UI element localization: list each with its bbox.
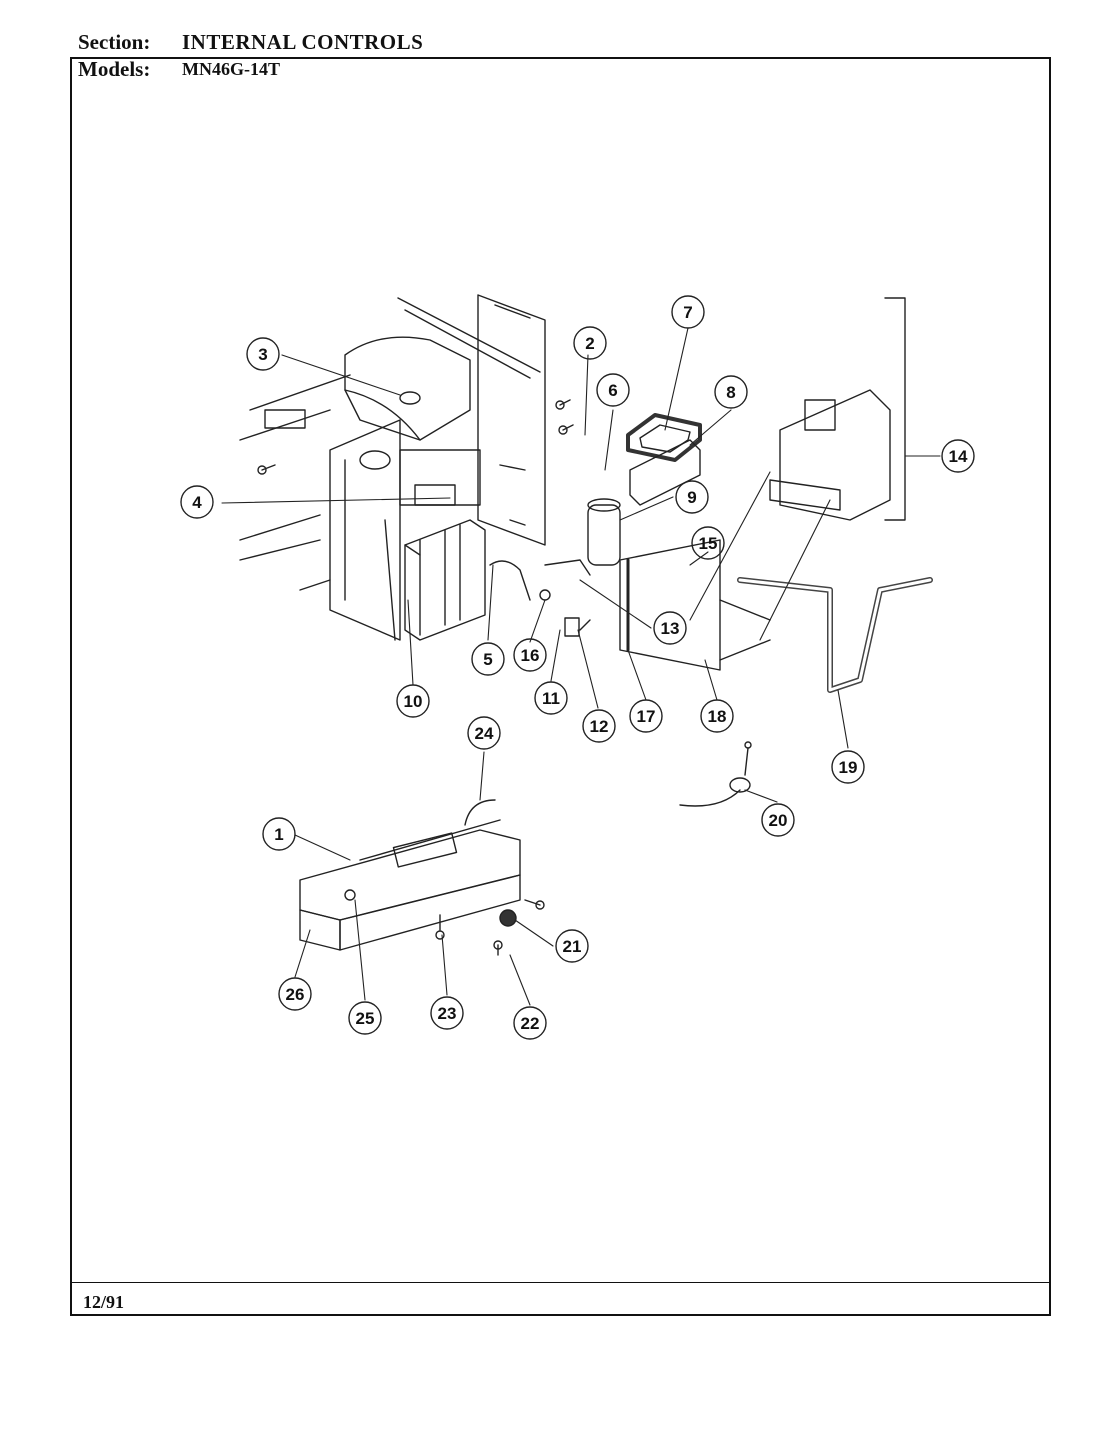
leader-lines (221, 327, 941, 1006)
hv-transformer (769, 297, 906, 521)
svg-text:22: 22 (521, 1014, 540, 1033)
filter-block (629, 439, 701, 506)
capacitor (587, 498, 621, 566)
svg-text:9: 9 (687, 488, 696, 507)
callouts: 1 2 3 4 5 6 7 8 9 10 11 12 13 14 15 16 1… (180, 295, 975, 1040)
revision-date: 12/91 (83, 1292, 125, 1312)
svg-text:2: 2 (585, 334, 594, 353)
svg-text:23: 23 (438, 1004, 457, 1023)
callout-4: 4 (180, 485, 214, 519)
callout-5: 5 (471, 642, 505, 676)
svg-text:12: 12 (590, 717, 609, 736)
magnetron-housing (344, 336, 481, 506)
svg-text:14: 14 (949, 447, 968, 466)
sensor-assembly (679, 741, 752, 807)
svg-text:19: 19 (839, 758, 858, 777)
svg-text:11: 11 (542, 689, 560, 708)
callout-24: 24 (467, 716, 501, 750)
svg-text:18: 18 (708, 707, 727, 726)
callout-1: 1 (262, 817, 296, 851)
svg-text:10: 10 (404, 692, 423, 711)
section-label: Section: (78, 30, 151, 54)
transformer (404, 519, 486, 641)
gasket (626, 413, 702, 462)
svg-text:4: 4 (192, 493, 202, 512)
models-value: MN46G-14T (182, 59, 280, 79)
callout-20: 20 (761, 803, 795, 837)
svg-text:21: 21 (563, 937, 582, 956)
svg-text:1: 1 (274, 825, 283, 844)
callout-18: 18 (700, 699, 734, 733)
callout-15: 15 (691, 526, 725, 560)
svg-text:16: 16 (521, 646, 540, 665)
callout-25: 25 (348, 1001, 382, 1035)
callout-13: 13 (653, 611, 687, 645)
callout-11: 11 (534, 681, 568, 715)
callout-22: 22 (513, 1006, 547, 1040)
svg-text:24: 24 (475, 724, 494, 743)
section-title: INTERNAL CONTROLS (182, 30, 424, 54)
control-board (257, 294, 574, 546)
callout-10: 10 (396, 684, 430, 718)
svg-text:15: 15 (699, 534, 718, 553)
callout-16: 16 (513, 638, 547, 672)
small-parts (489, 559, 591, 637)
lower-subassembly (299, 799, 521, 951)
mounting-plate (619, 539, 771, 671)
callout-23: 23 (430, 996, 464, 1030)
callout-8: 8 (714, 375, 748, 409)
page-frame (70, 57, 1051, 1316)
callout-17: 17 (629, 699, 663, 733)
callout-21: 21 (555, 929, 589, 963)
callout-12: 12 (582, 709, 616, 743)
svg-text:6: 6 (608, 381, 617, 400)
callout-19: 19 (831, 750, 865, 784)
svg-text:7: 7 (683, 303, 692, 322)
svg-text:3: 3 (258, 345, 267, 364)
svg-text:26: 26 (286, 985, 305, 1004)
footer-divider (70, 1282, 1051, 1283)
callout-2: 2 (573, 326, 607, 360)
svg-text:5: 5 (483, 650, 492, 669)
callout-6: 6 (596, 373, 630, 407)
callout-14: 14 (941, 439, 975, 473)
svg-text:8: 8 (726, 383, 735, 402)
callout-9: 9 (675, 480, 709, 514)
svg-text:17: 17 (637, 707, 656, 726)
svg-text:25: 25 (356, 1009, 375, 1028)
cabinet-frame (239, 297, 541, 641)
callout-7: 7 (671, 295, 705, 329)
gasket-strip (737, 577, 933, 693)
grommet (493, 899, 545, 956)
callout-3: 3 (246, 337, 280, 371)
svg-text:13: 13 (661, 619, 680, 638)
models-label: Models: (78, 57, 151, 81)
svg-text:20: 20 (769, 811, 788, 830)
callout-26: 26 (278, 977, 312, 1011)
